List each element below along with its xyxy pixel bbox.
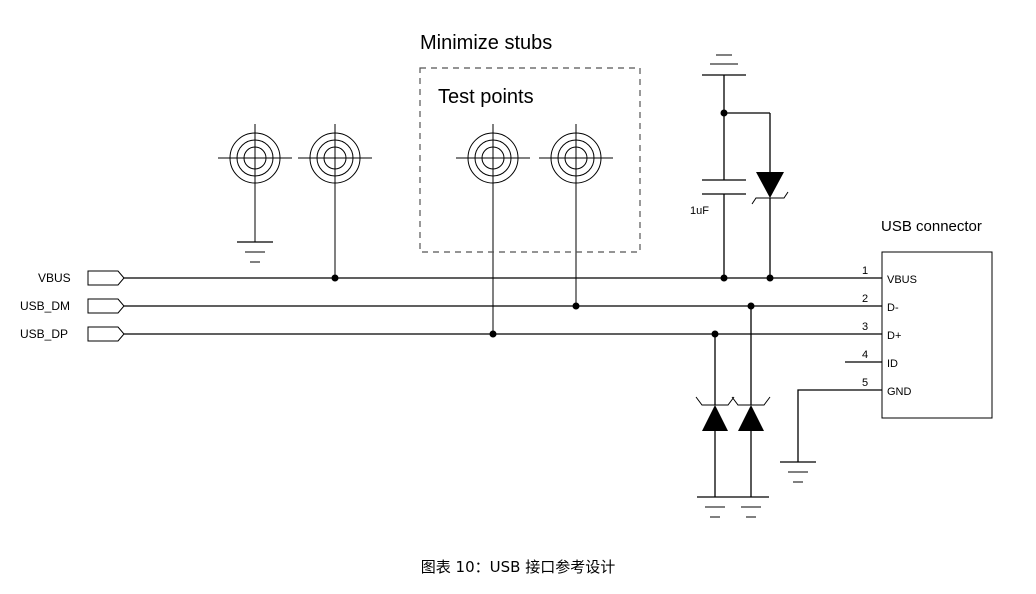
net-port-usb-dm: USB_DM [20,298,125,314]
capacitor-value: 1uF [690,205,709,217]
junction-dot [572,302,580,310]
vbus-capacitor: 1uF [690,54,746,278]
svg-text:D-: D- [887,302,899,314]
connector-pin-4: 4 ID [845,349,898,370]
connector-pin-3: 3 D+ [862,321,901,342]
dm-tvs-diode [731,306,771,518]
junction-dot [489,330,497,338]
svg-text:VBUS: VBUS [887,274,917,286]
connector-pin-5: 5 GND [780,377,912,483]
svg-text:GND: GND [887,386,912,398]
junction-dot [747,302,755,310]
svg-text:D+: D+ [887,330,901,342]
svg-text:1: 1 [862,265,868,277]
svg-text:ID: ID [887,358,898,370]
test-point-gnd [218,124,292,263]
svg-text:3: 3 [862,321,868,333]
figure-caption: 图表 10：USB 接口参考设计 [421,558,615,576]
junction-dot [331,274,339,282]
dp-tvs-diode [695,334,735,518]
test-point-dm [539,124,613,306]
net-label-usb-dm: USB_DM [20,299,70,313]
svg-text:4: 4 [862,349,868,361]
usb-connector-body [881,251,993,419]
minimize-stubs-label: Minimize stubs [420,32,552,54]
junction-dot [766,274,774,282]
connector-pin-1: 1 VBUS [862,265,917,286]
net-label-vbus: VBUS [38,271,71,285]
vbus-tvs-diode [724,112,789,278]
net-label-usb-dp: USB_DP [20,327,68,341]
test-point-vbus [298,124,372,278]
svg-text:5: 5 [862,377,868,389]
net-port-vbus: VBUS [38,270,125,286]
usb-connector-title: USB connector [881,218,982,235]
svg-text:2: 2 [862,293,868,305]
test-point-dp [456,124,530,334]
net-port-usb-dp: USB_DP [20,326,125,342]
junction-dot [711,330,719,338]
junction-dot [720,274,728,282]
minimize-stubs-box [419,67,641,253]
connector-pin-2: 2 D- [862,293,899,314]
junction-dot [720,109,728,117]
test-points-label: Test points [438,86,534,108]
